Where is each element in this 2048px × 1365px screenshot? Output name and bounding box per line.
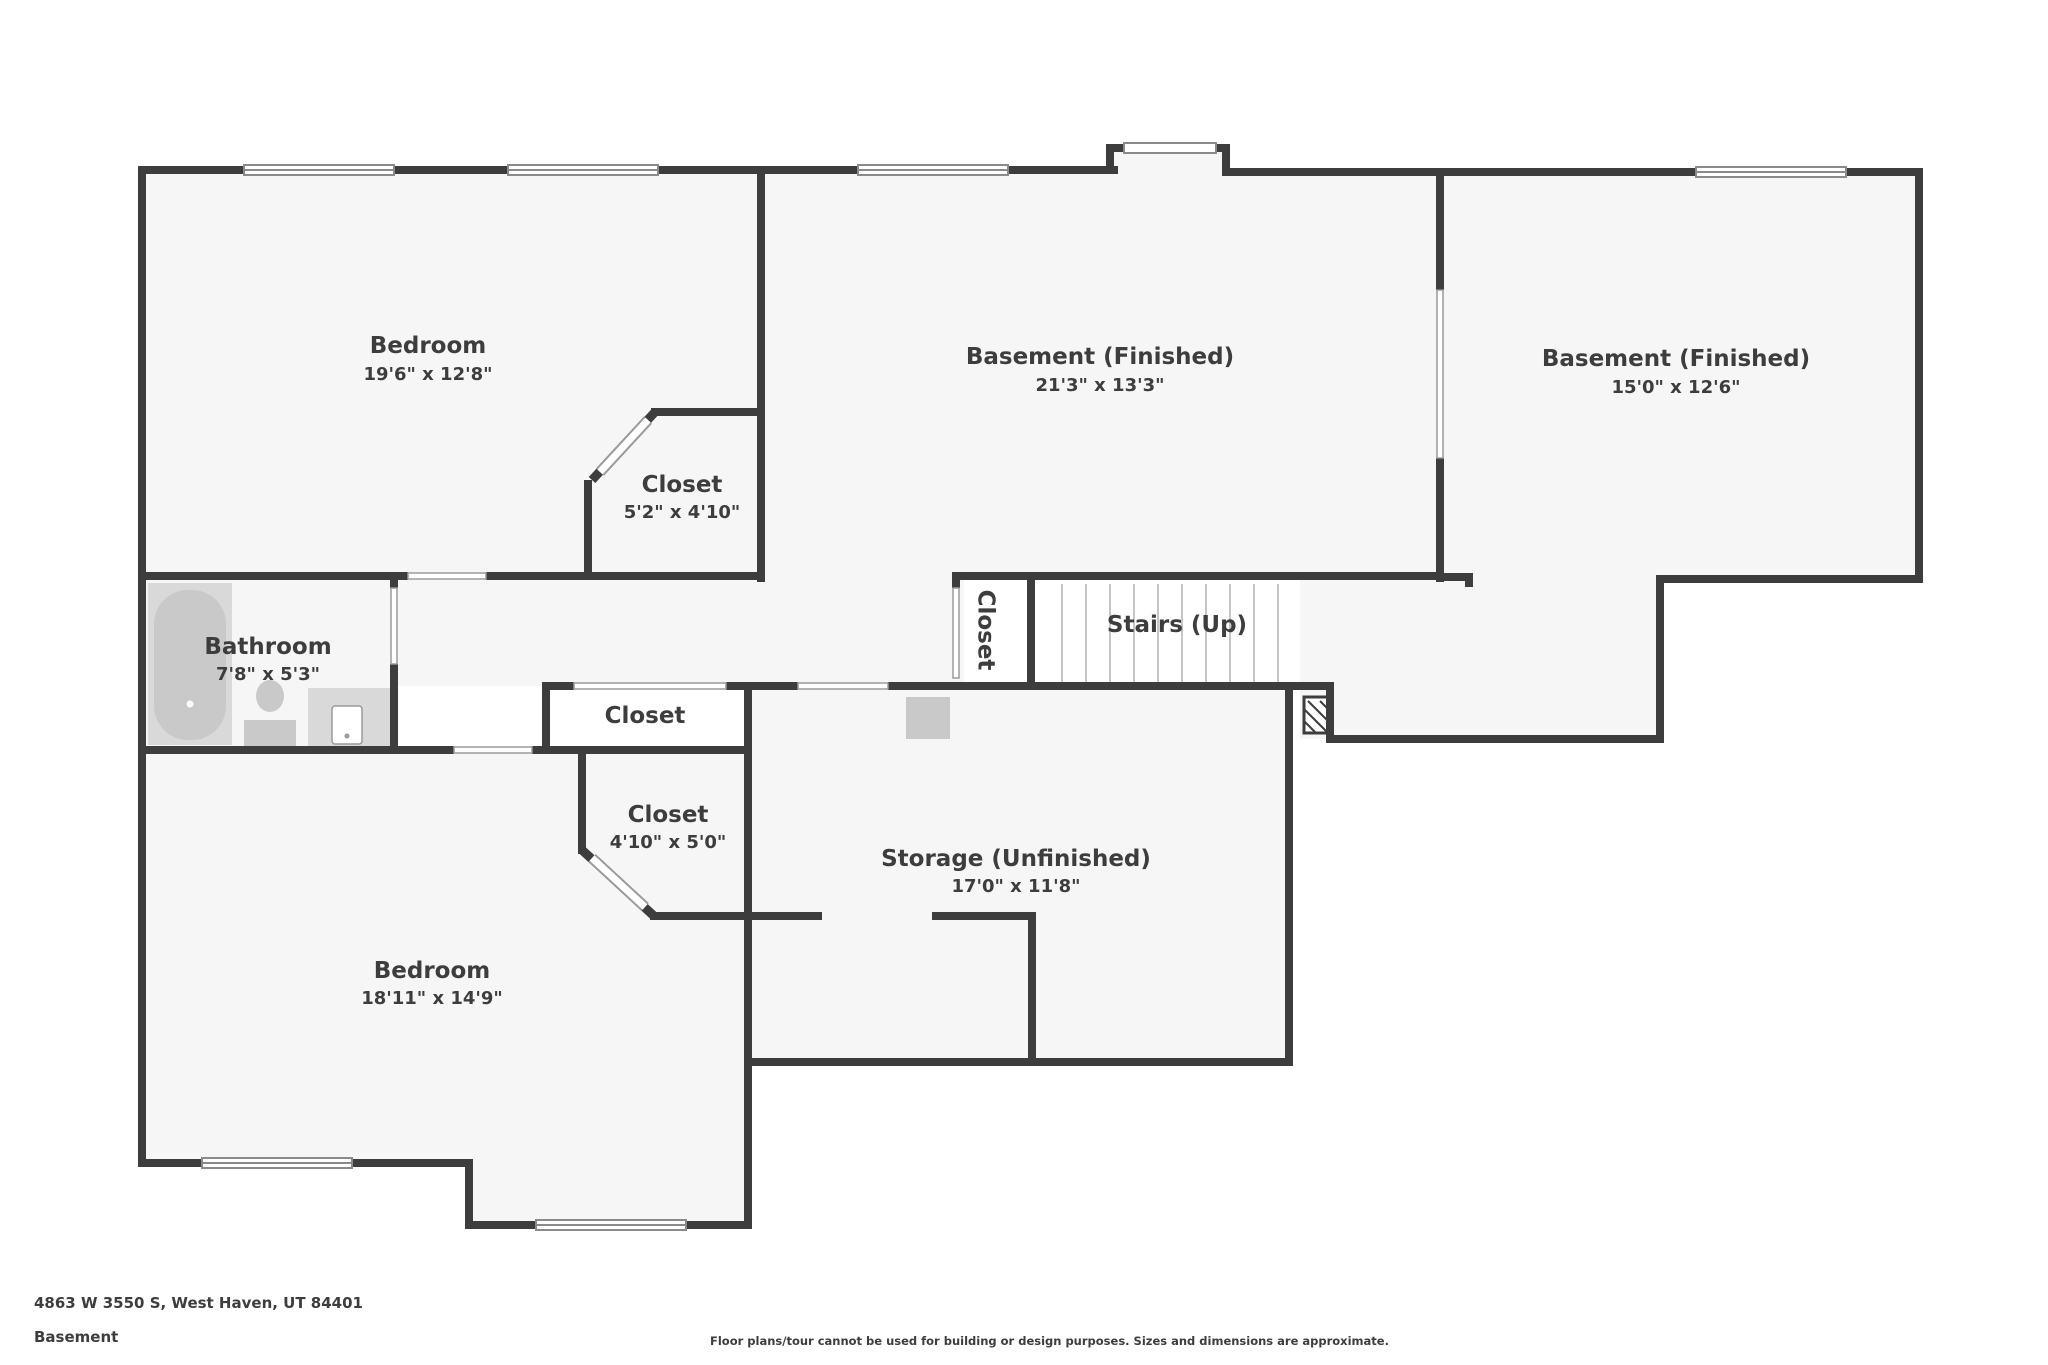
floor-storage [746,686,1287,1064]
wall [1465,573,1473,587]
hall-closet-door[interactable] [573,682,727,690]
room-name-closet-stair: Closet [973,590,999,671]
wall [584,480,592,580]
room-name-bathroom: Bathroom [204,634,331,660]
room-name-storage: Storage (Unfinished) [881,846,1151,872]
room-dims-bedroom-1: 19'6" x 12'8" [363,364,492,385]
stairs-treads [1036,584,1298,682]
basement-2-opening[interactable] [1436,289,1444,459]
mechanical-unit-icon [906,697,950,739]
wall [578,754,586,854]
bedroom-2-door[interactable] [453,746,533,754]
wall [650,912,822,920]
wall [744,686,752,1229]
wall [390,664,398,754]
wall [952,572,1444,580]
wall [542,682,574,690]
floor-level-label: Basement [34,1328,119,1346]
wall [1656,575,1664,743]
wall [1222,144,1230,174]
wall [651,408,761,416]
angled-doors [578,408,659,920]
wall [1285,686,1293,1066]
room-dims-closet-1: 5'2" x 4'10" [624,502,741,523]
wall [1436,458,1444,582]
floor-bedroom-1 [144,172,761,576]
wall [1028,912,1036,1064]
bathroom-fixtures [148,583,390,746]
bathtub-drain [186,700,194,708]
wall [726,682,798,690]
property-address: 4863 W 3550 S, West Haven, UT 84401 [34,1294,363,1312]
closet-1-door[interactable] [597,417,651,475]
room-name-bedroom-2: Bedroom [374,958,491,984]
sink-drain [344,733,350,739]
disclaimer-text: Floor plans/tour cannot be used for buil… [710,1334,1389,1348]
room-dims-bedroom-2: 18'11" x 14'9" [361,988,503,1009]
room-name-bedroom-1: Bedroom [370,333,487,359]
wall [757,166,765,582]
wall [744,1058,1293,1066]
floor-west-wing [144,750,746,1160]
hatch-line [1303,720,1317,734]
wall [138,746,454,754]
bathtub [154,590,226,740]
room-dims-storage: 17'0" x 11'8" [951,876,1080,897]
floor-east-extension [1300,576,1660,739]
wall [1436,573,1473,581]
room-dims-basement-2: 15'0" x 12'6" [1611,377,1740,398]
room-name-closet-hall: Closet [605,703,686,729]
stair-closet-door[interactable] [952,587,960,679]
room-dims-closet-2: 4'10" x 5'0" [610,832,727,853]
closet-2-door[interactable] [589,855,648,910]
floor-basement-2 [1444,172,1917,576]
room-labels: Bedroom 19'6" x 12'8" Closet 5'2" x 4'10… [204,333,1810,1009]
storage-door[interactable] [797,682,889,690]
windows [201,142,1847,1231]
wall [486,572,765,580]
sink [331,705,363,745]
room-name-basement-1: Basement (Finished) [966,344,1234,370]
wall [542,682,550,754]
wall [532,746,752,754]
room-name-stairs: Stairs (Up) [1107,612,1247,638]
floor-areas [144,150,1917,1224]
wall [1326,735,1664,743]
floor-hall [394,576,964,686]
toilet-tank [244,720,296,746]
room-dims-bathroom: 7'8" x 5'3" [216,664,320,685]
wall [465,1159,473,1229]
window [1123,142,1217,154]
room-name-closet-2: Closet [628,802,709,828]
wall [1222,168,1923,176]
door-openings [390,289,1444,754]
room-name-closet-1: Closet [642,472,723,498]
wall [952,572,960,588]
wall [1915,168,1923,583]
toilet-bowl [256,680,284,712]
wall [1326,682,1334,743]
bedroom-1-door[interactable] [407,572,487,580]
floor-west-bay [470,1160,746,1224]
wall [138,166,146,1167]
floor-basement-1 [761,172,1444,576]
floor-bay-top [1112,150,1226,175]
wall [1106,144,1114,174]
room-dims-basement-1: 21'3" x 13'3" [1035,375,1164,396]
wall [1436,168,1444,290]
wall [1660,575,1923,583]
wall [888,682,1330,690]
bathroom-door[interactable] [390,587,398,665]
wall [1027,572,1035,690]
hatch-line [1303,708,1329,734]
room-name-basement-2: Basement (Finished) [1542,346,1810,372]
wall [390,572,398,588]
wall [138,572,408,580]
wall [932,912,1036,920]
